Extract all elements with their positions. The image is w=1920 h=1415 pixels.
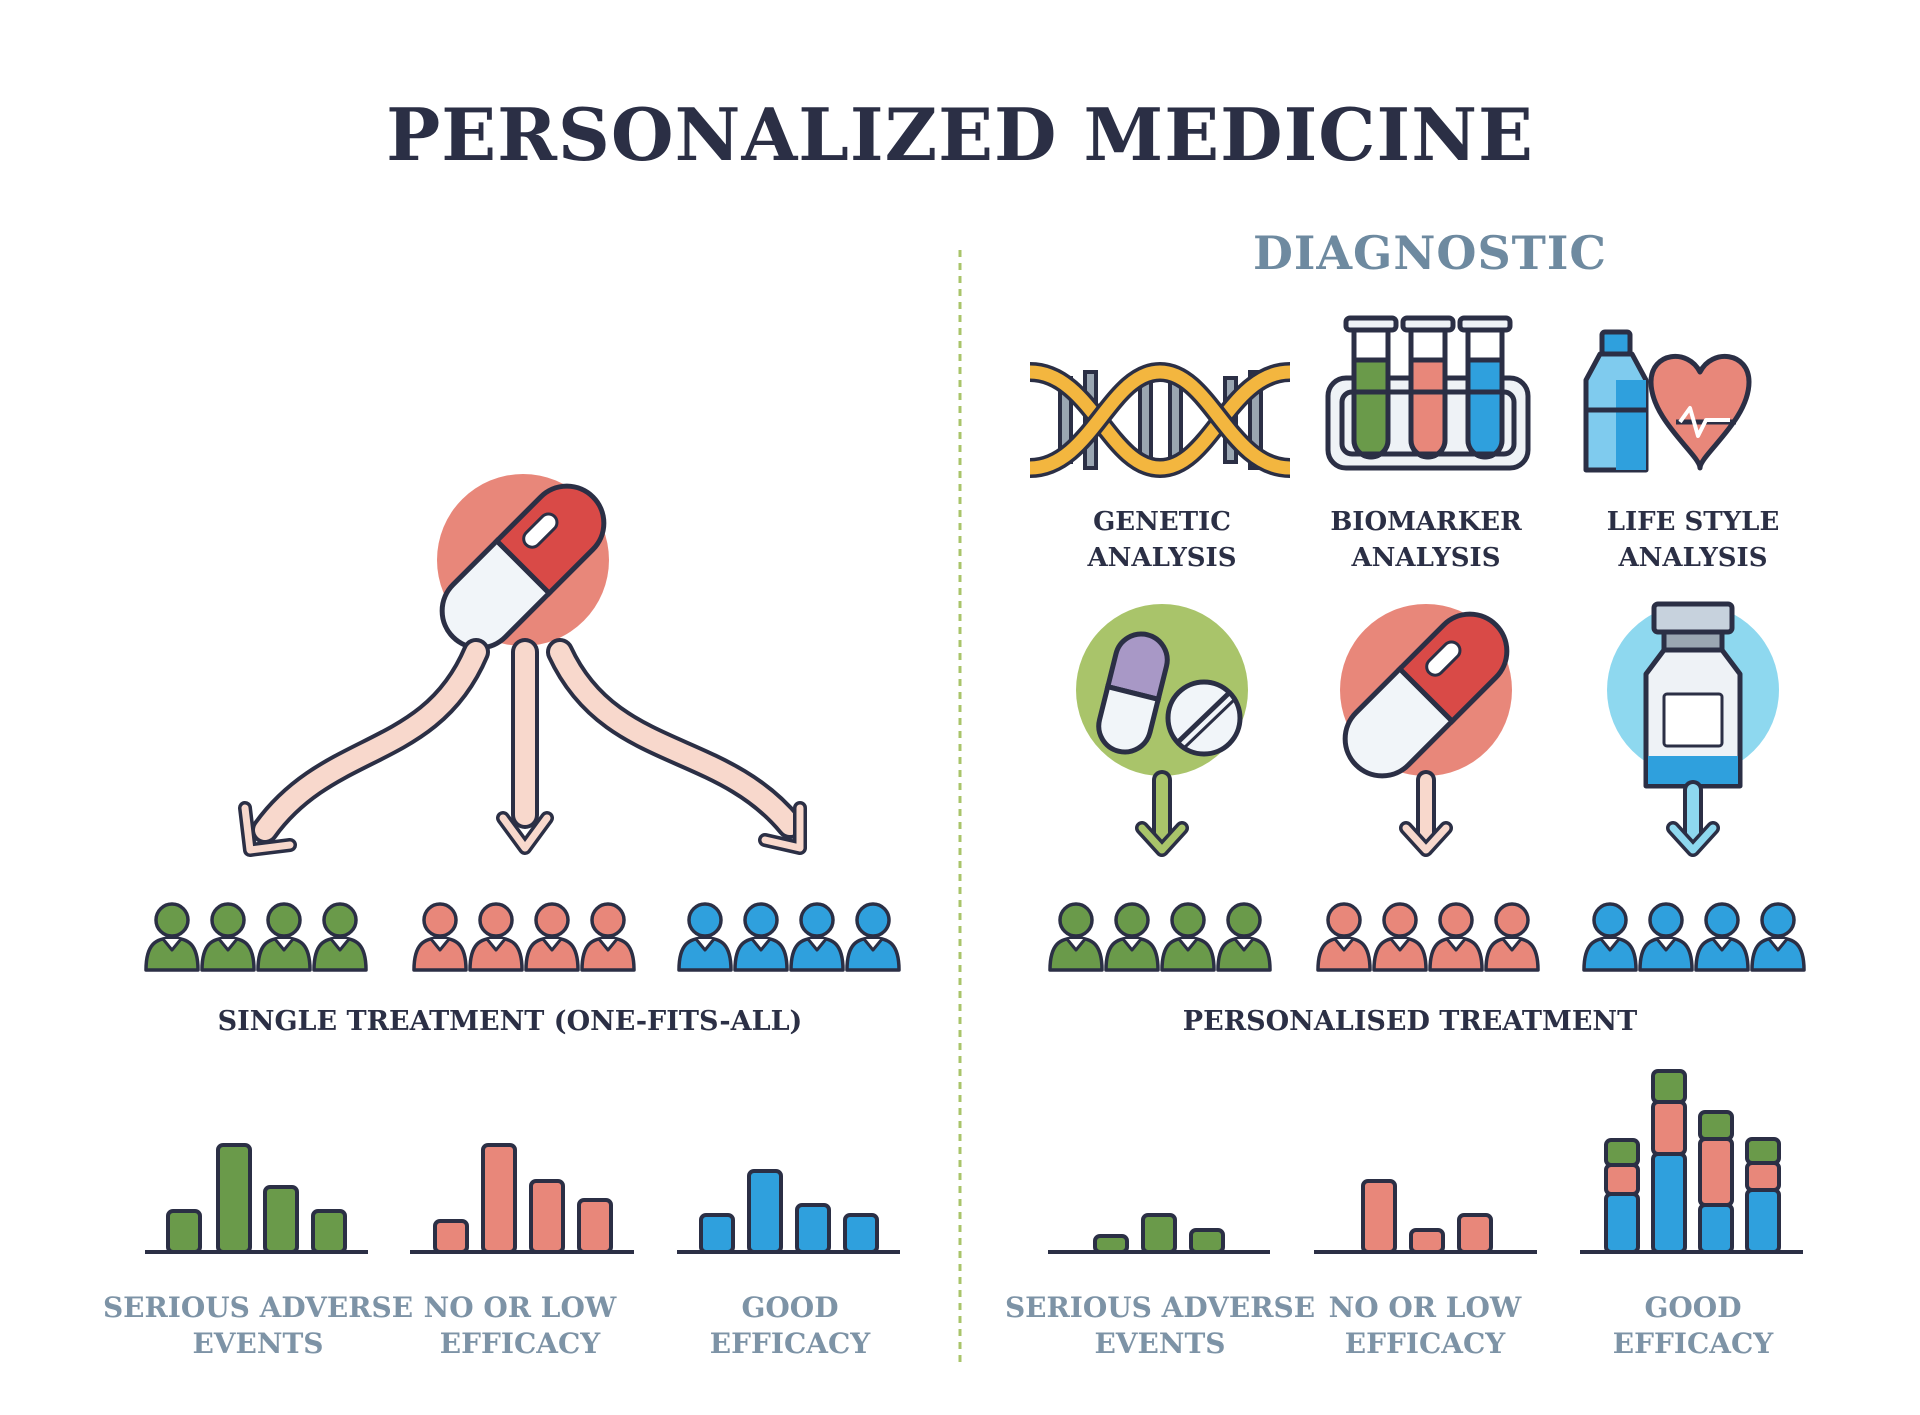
capsule-icon xyxy=(437,474,609,651)
person-icon xyxy=(1582,902,1638,972)
chart-bar-segment xyxy=(1698,1137,1734,1207)
bottle-heart-icon xyxy=(1583,329,1752,473)
chart-bar xyxy=(1189,1228,1225,1254)
person-icon xyxy=(1316,902,1372,972)
person-icon xyxy=(677,902,733,972)
chart-bar xyxy=(699,1213,735,1254)
chart-bar xyxy=(843,1213,879,1254)
chart-bar xyxy=(263,1185,299,1254)
chart-bar-segment xyxy=(1604,1138,1640,1167)
person-icon xyxy=(144,902,200,972)
chart-bar xyxy=(529,1179,565,1254)
chart-bar xyxy=(433,1219,469,1254)
person-icon xyxy=(312,902,368,972)
page-title: PERSONALIZED MEDICINE xyxy=(386,92,1534,177)
capsule-icon xyxy=(1340,604,1512,779)
people-groups xyxy=(144,902,1806,972)
person-icon xyxy=(524,902,580,972)
person-icon xyxy=(1104,902,1160,972)
chart-bar xyxy=(166,1209,202,1254)
person-icon xyxy=(1638,902,1694,972)
branch-arrows-icon xyxy=(238,638,807,857)
chart-bar-segment xyxy=(1651,1152,1687,1254)
chart-bar-segment xyxy=(1651,1100,1687,1156)
personalised-treatment-label: PERSONALISED TREATMENT xyxy=(1182,1006,1638,1037)
person-icon xyxy=(1048,902,1104,972)
person-icon xyxy=(1372,902,1428,972)
chart-bar xyxy=(577,1198,613,1254)
person-icon xyxy=(1428,902,1484,972)
chart-bar xyxy=(747,1169,783,1254)
person-icon xyxy=(1694,902,1750,972)
person-icon xyxy=(256,902,312,972)
person-icon xyxy=(1484,902,1540,972)
chart-bar xyxy=(1409,1228,1445,1254)
pills-icon xyxy=(1076,604,1248,776)
person-icon xyxy=(789,902,845,972)
chart-bar xyxy=(481,1143,517,1254)
chart-bar-segment xyxy=(1604,1192,1640,1254)
chart-bar xyxy=(1093,1234,1129,1254)
person-icon xyxy=(1216,902,1272,972)
chart-bar-segment xyxy=(1698,1110,1734,1141)
person-icon xyxy=(580,902,636,972)
chart-bar xyxy=(1361,1179,1397,1254)
chart-bar-segment xyxy=(1745,1161,1781,1192)
bar-charts xyxy=(145,1069,1803,1254)
chart-bar xyxy=(311,1209,347,1254)
vial-icon xyxy=(1607,601,1779,789)
chart-bar-segment xyxy=(1745,1137,1781,1165)
chart-bar xyxy=(795,1203,831,1254)
chart-bar-segment xyxy=(1745,1188,1781,1254)
person-icon xyxy=(1750,902,1806,972)
chart-bar xyxy=(1457,1213,1493,1254)
person-icon xyxy=(1160,902,1216,972)
person-icon xyxy=(468,902,524,972)
chart-bar xyxy=(1141,1213,1177,1254)
chart-bar-segment xyxy=(1698,1203,1734,1254)
test-tubes-icon xyxy=(1325,315,1531,471)
chart-bar-segment xyxy=(1651,1069,1687,1104)
person-icon xyxy=(733,902,789,972)
chart-bar xyxy=(216,1143,252,1254)
dna-icon xyxy=(1029,361,1291,479)
person-icon xyxy=(200,902,256,972)
person-icon xyxy=(412,902,468,972)
diagnostic-heading: DIAGNOSTIC xyxy=(1252,226,1608,280)
single-treatment-label: SINGLE TREATMENT (ONE-FITS-ALL) xyxy=(217,1006,803,1037)
person-icon xyxy=(845,902,901,972)
chart-bar-segment xyxy=(1604,1163,1640,1196)
down-arrows-icon xyxy=(1135,770,1720,857)
